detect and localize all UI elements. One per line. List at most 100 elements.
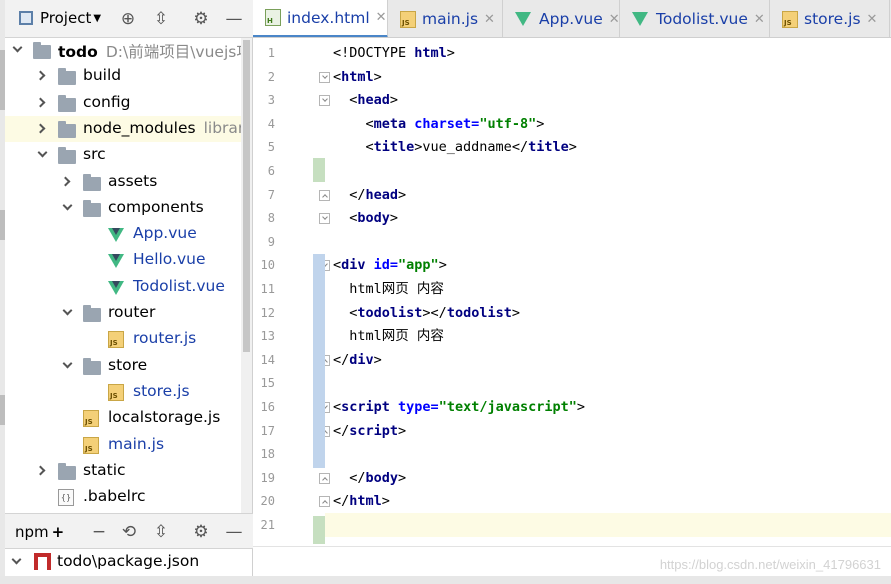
close-icon[interactable]: ✕ [375,10,387,25]
crosshair-scroll-from-source-icon[interactable]: ⊕ [120,9,136,29]
fold-toggle-icon[interactable] [319,496,330,508]
code-line[interactable]: <meta charset="utf-8"> [325,112,891,136]
chevron-right-icon[interactable] [35,70,46,81]
line-number: 11 [260,282,275,296]
chevron-down-icon[interactable] [62,305,73,316]
chevron-down-icon[interactable] [11,554,22,565]
chevron-down-icon[interactable] [62,358,73,369]
folder-icon [58,147,76,165]
tool-strip-marker[interactable] [0,210,5,240]
code-line[interactable]: <div id="app"> [325,253,891,277]
code-editor[interactable]: <!DOCTYPE html><html> <head> <meta chars… [325,38,891,546]
tree-item[interactable]: src [5,142,241,168]
editor-tab[interactable]: App.vue✕ [503,0,620,37]
close-icon[interactable]: ✕ [608,11,620,27]
gear-icon[interactable]: ⚙ [193,522,209,542]
tree-item-name: Hello.vue [133,250,206,269]
close-icon[interactable]: ✕ [484,11,495,27]
editor-tab[interactable]: Todolist.vue✕ [620,0,770,37]
tree-item[interactable]: components [5,195,241,221]
code-line[interactable]: <html> [325,65,891,89]
vcs-change-marker[interactable] [313,158,325,182]
collapse-all-icon[interactable]: ⇳ [153,9,169,29]
close-icon[interactable]: ✕ [753,11,765,27]
code-line[interactable] [325,513,891,537]
npm-tree-item[interactable]: todo\package.json [5,548,253,576]
code-line[interactable]: </body> [325,466,891,490]
refresh-icon[interactable]: ⟲ [121,522,137,542]
line-number: 2 [267,69,275,84]
chevron-right-icon[interactable] [60,176,71,186]
fold-toggle-icon[interactable] [319,472,330,484]
fold-toggle-icon[interactable] [319,189,330,201]
code-line[interactable]: </html> [325,489,891,513]
chevron-right-icon[interactable] [35,123,46,134]
code-token: < [333,68,342,85]
tool-strip-marker[interactable] [0,395,5,425]
code-line[interactable]: <script type="text/javascript"> [325,395,891,419]
close-icon[interactable]: ✕ [866,11,878,27]
tool-strip-marker[interactable] [0,50,5,110]
code-line[interactable]: <body> [325,206,891,230]
minus-icon[interactable]: − [91,522,107,542]
code-line[interactable] [325,159,891,183]
fold-toggle-icon[interactable] [319,71,330,83]
chevron-right-icon[interactable] [35,465,46,476]
code-line[interactable]: <todolist></todolist> [325,301,891,325]
code-line[interactable]: <head> [325,88,891,112]
npm-add-icon[interactable]: + [51,523,65,541]
code-line[interactable]: html网页 内容 [325,277,891,301]
tree-item[interactable]: config [5,90,241,116]
code-line[interactable]: <!DOCTYPE html> [325,41,891,65]
tree-item[interactable]: Todolist.vue [5,274,241,300]
vcs-change-marker[interactable] [313,516,325,544]
tree-item[interactable]: Hello.vue [5,247,241,273]
tree-item[interactable]: static [5,458,241,484]
chevron-down-icon[interactable] [62,200,73,211]
code-line[interactable] [325,442,891,466]
scrollbar-thumb[interactable] [243,40,250,352]
code-line[interactable]: html网页 内容 [325,324,891,348]
chevron-right-icon[interactable] [35,97,46,108]
code-line[interactable]: </head> [325,183,891,207]
js-file-icon: JS [782,10,798,28]
config-file-icon: {} [58,489,74,507]
tree-item[interactable]: {}.babelrc [5,484,241,510]
project-view-selector[interactable]: Project ▼ [19,9,101,27]
tree-item[interactable]: router [5,300,241,326]
chevron-down-icon[interactable] [12,42,23,53]
vcs-change-marker[interactable] [313,254,325,468]
code-line[interactable] [325,371,891,395]
tree-item[interactable]: assets [5,169,241,195]
minimize-icon[interactable]: — [225,522,243,542]
minimize-icon[interactable]: — [225,9,243,29]
collapse-all-icon[interactable]: ⇳ [153,522,169,542]
tree-item[interactable]: build [5,63,241,89]
fold-toggle-icon[interactable] [319,213,330,225]
code-token: head [365,186,399,203]
code-line[interactable]: </script> [325,419,891,443]
tree-item-name: main.js [108,434,165,453]
tree-item[interactable]: node_moduleslibrary r [5,115,241,142]
line-number: 13 [260,329,275,344]
gear-icon[interactable]: ⚙ [193,9,209,29]
code-line[interactable]: <title>vue_addname</title> [325,135,891,159]
code-line[interactable]: </div> [325,348,891,372]
folder-icon [58,120,76,138]
tree-item[interactable]: store [5,353,241,379]
line-number: 1 [267,46,275,60]
project-tree-scrollbar[interactable] [241,38,252,513]
chevron-down-icon[interactable] [37,147,48,158]
tree-item[interactable]: App.vue [5,221,241,247]
code-line[interactable] [325,230,891,254]
fold-toggle-icon[interactable] [319,95,330,107]
